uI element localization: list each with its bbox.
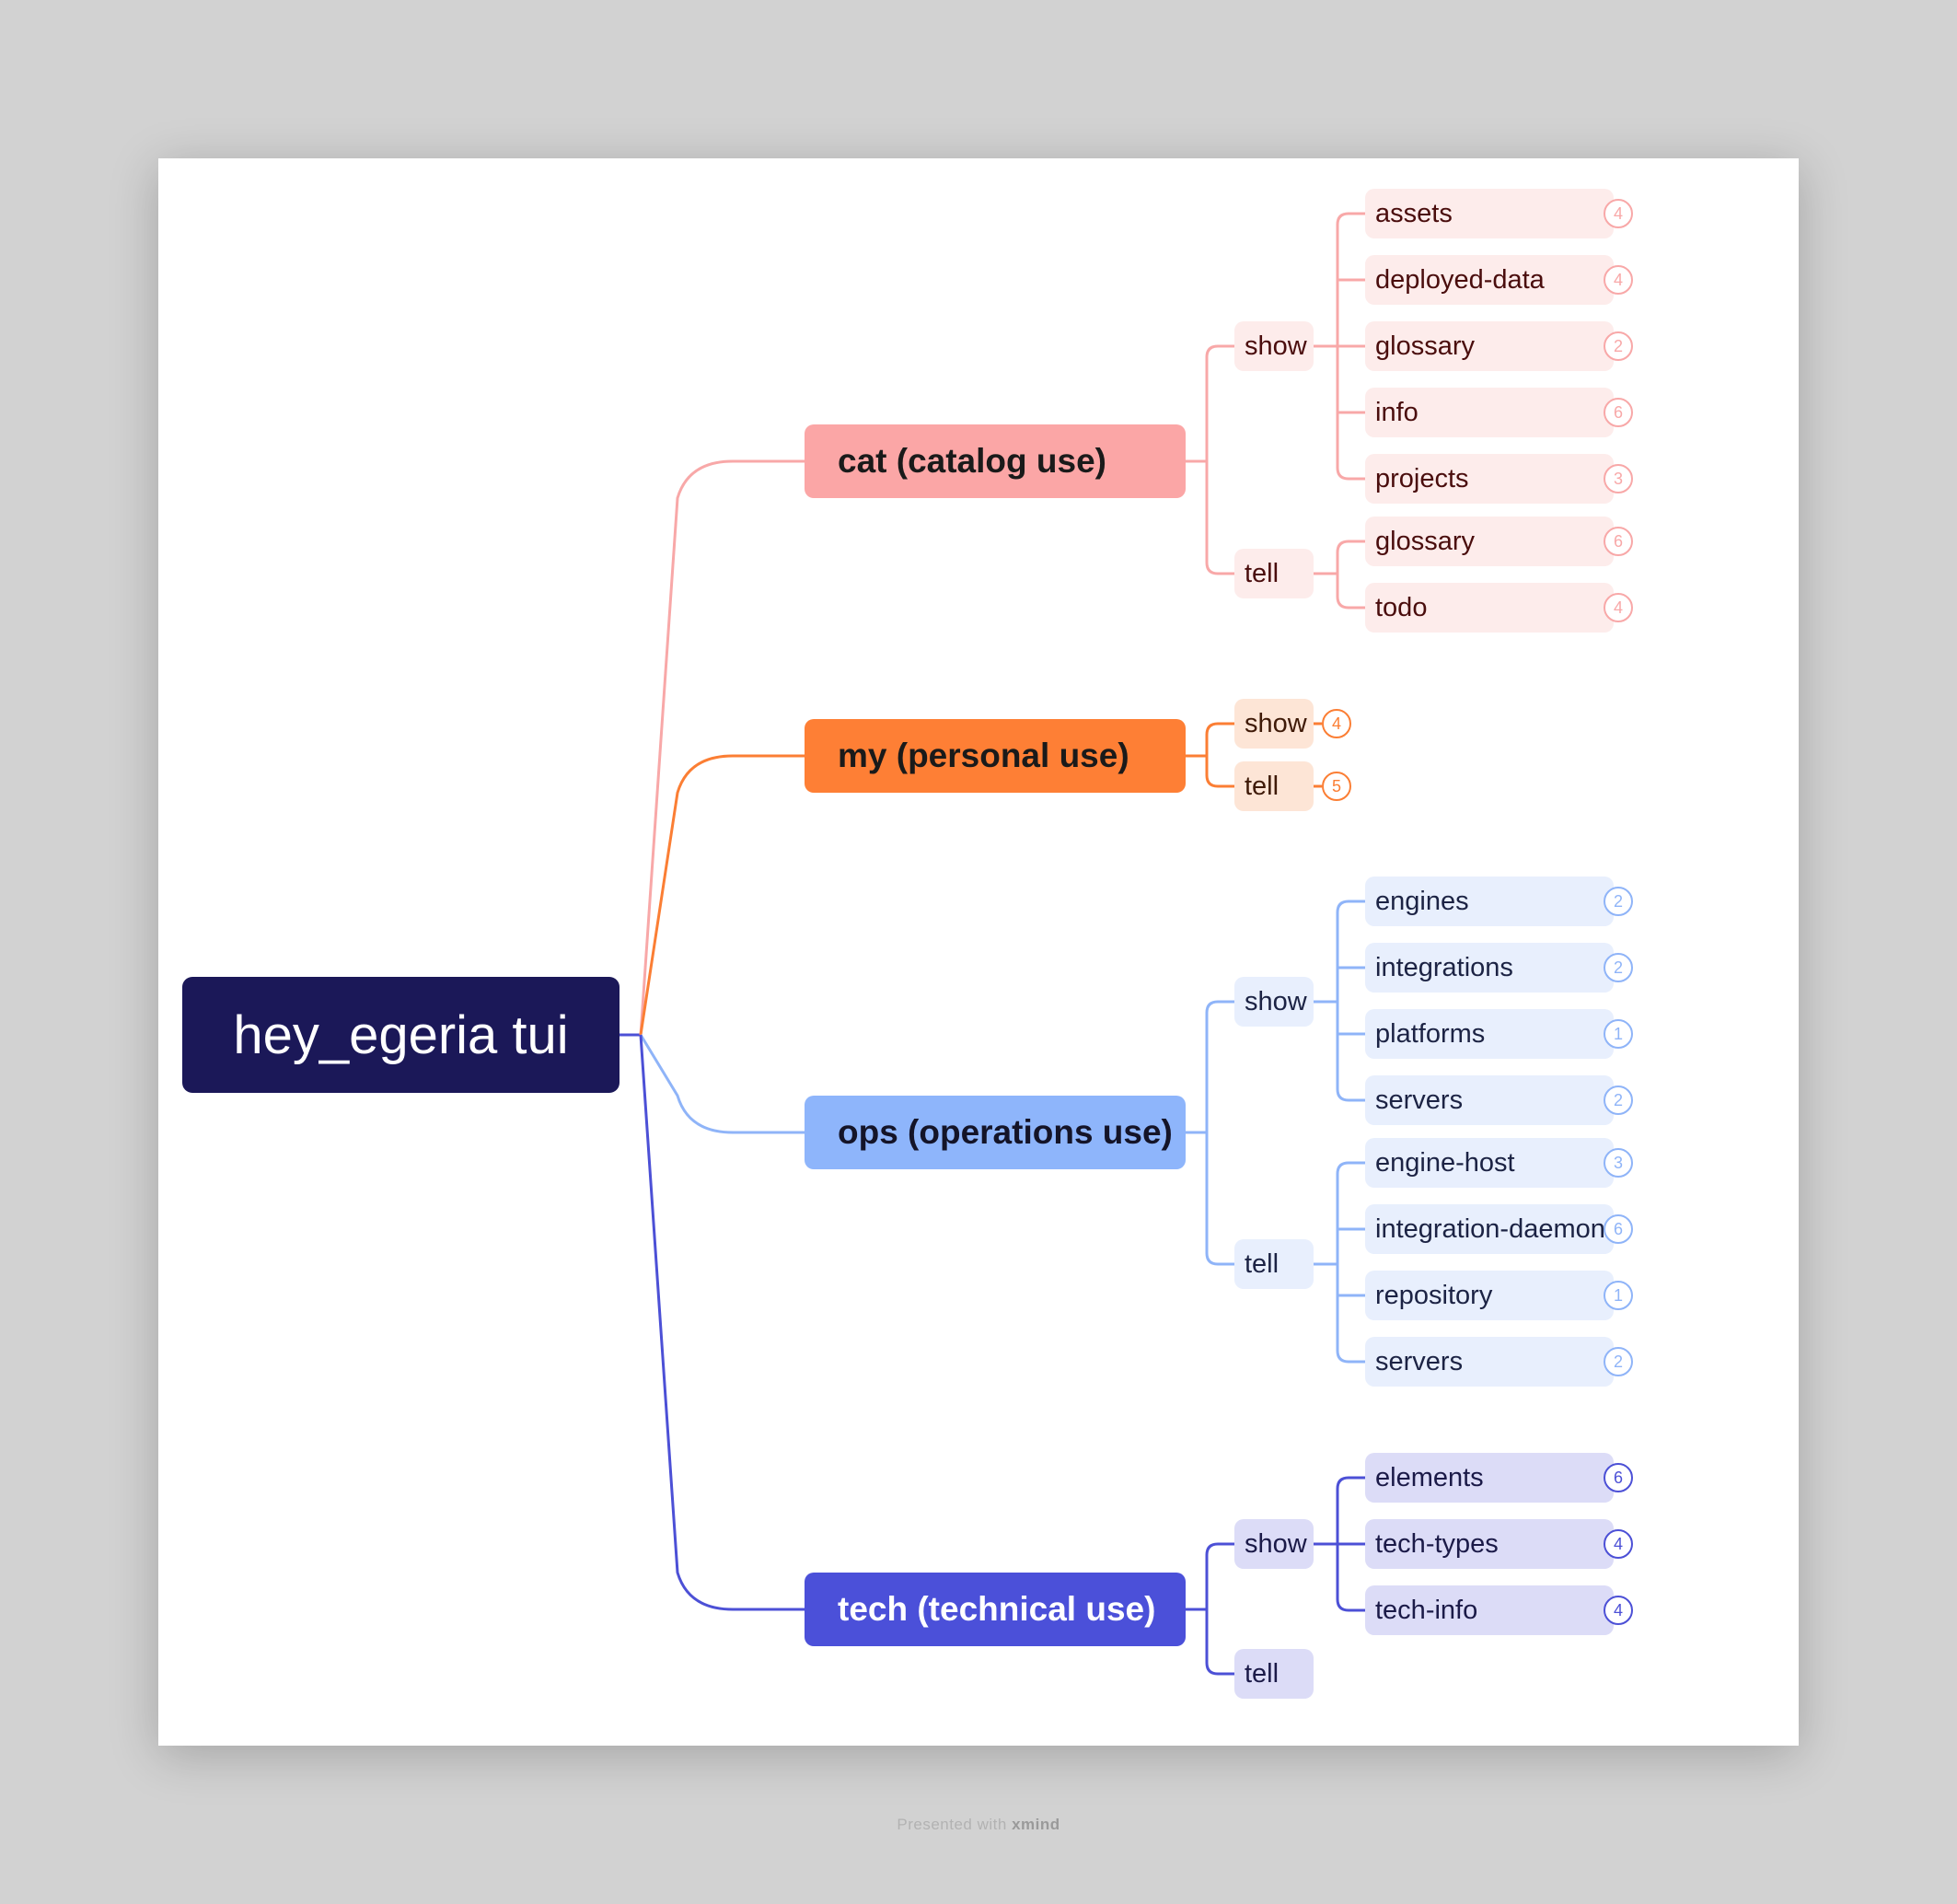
footer-brand: xmind <box>1012 1816 1060 1833</box>
leaf-topic-cat-show-info-label: info <box>1375 397 1419 427</box>
count-badge-cat-show-projects[interactable]: 3 <box>1604 464 1633 493</box>
main-topic-my-label: my (personal use) <box>838 737 1129 774</box>
branch-line-cat <box>639 459 805 1036</box>
leaf-topic-cat-show-assets-label: assets <box>1375 198 1453 228</box>
count-badge-ops-show-platforms[interactable]: 1 <box>1604 1019 1633 1049</box>
leaf-topic-ops-tell-servers-label: servers <box>1375 1346 1464 1376</box>
leaf-topic-cat-show-glossary-label: glossary <box>1375 331 1475 361</box>
leaf-topic-cat-show-projects[interactable]: projects <box>1365 454 1614 504</box>
sub-topic-tech-show[interactable]: show <box>1234 1519 1314 1569</box>
sub-topic-tech-tell[interactable]: tell <box>1234 1649 1314 1699</box>
leaf-topic-cat-show-glossary[interactable]: glossary <box>1365 321 1614 371</box>
leaf-topic-ops-show-engines[interactable]: engines <box>1365 877 1614 926</box>
leaf-bracket-ops-show <box>1336 900 1365 1102</box>
leaf-topic-tech-show-elements[interactable]: elements <box>1365 1453 1614 1503</box>
sub-topic-my-tell[interactable]: tell <box>1234 761 1314 811</box>
count-badge-cat-show-deployed-data[interactable]: 4 <box>1604 265 1633 295</box>
leaf-topic-cat-show-deployed-data-label: deployed-data <box>1375 264 1545 295</box>
leaf-topic-ops-show-platforms[interactable]: platforms <box>1365 1009 1614 1059</box>
leaf-bracket-cat-tell <box>1336 540 1365 610</box>
leaf-topic-ops-tell-repository[interactable]: repository <box>1365 1271 1614 1320</box>
leaf-topic-ops-show-engines-label: engines <box>1375 886 1469 916</box>
sub-topic-ops-tell-label: tell <box>1245 1248 1280 1279</box>
leaf-topic-ops-show-integrations[interactable]: integrations <box>1365 943 1614 993</box>
sub-bracket-tech <box>1205 1542 1234 1676</box>
sub-topic-tech-show-label: show <box>1245 1528 1307 1559</box>
count-badge-my-show[interactable]: 4 <box>1322 709 1351 738</box>
sub-topic-my-tell-label: tell <box>1245 771 1280 801</box>
main-topic-tech[interactable]: tech (technical use) <box>805 1573 1186 1646</box>
leaf-topic-cat-show-info[interactable]: info <box>1365 388 1614 437</box>
leaf-topic-ops-tell-servers[interactable]: servers <box>1365 1337 1614 1387</box>
branch-line-tech <box>639 1034 805 1611</box>
sub-bracket-cat <box>1205 344 1234 575</box>
count-badge-my-tell[interactable]: 5 <box>1322 772 1351 801</box>
leaf-topic-cat-show-deployed-data[interactable]: deployed-data <box>1365 255 1614 305</box>
sub-bracket-ops <box>1205 1000 1234 1266</box>
leaf-topic-tech-show-tech-types[interactable]: tech-types <box>1365 1519 1614 1569</box>
main-topic-ops-label: ops (operations use) <box>838 1113 1173 1151</box>
count-badge-ops-tell-engine-host[interactable]: 3 <box>1604 1148 1633 1178</box>
leaf-bracket-ops-tell <box>1336 1161 1365 1364</box>
count-badge-tech-show-tech-types[interactable]: 4 <box>1604 1529 1633 1559</box>
count-badge-cat-show-glossary[interactable]: 2 <box>1604 331 1633 361</box>
leaf-topic-ops-tell-integration-daemon[interactable]: integration-daemon <box>1365 1204 1614 1254</box>
leaf-topic-ops-show-servers[interactable]: servers <box>1365 1075 1614 1125</box>
leaf-topic-ops-show-servers-label: servers <box>1375 1085 1464 1115</box>
count-badge-ops-tell-servers[interactable]: 2 <box>1604 1347 1633 1376</box>
leaf-topic-cat-tell-todo-label: todo <box>1375 592 1428 622</box>
sub-topic-tech-tell-label: tell <box>1245 1658 1280 1689</box>
count-badge-ops-tell-integration-daemon[interactable]: 6 <box>1604 1214 1633 1244</box>
leaf-topic-cat-tell-glossary[interactable]: glossary <box>1365 517 1614 566</box>
count-badge-cat-show-assets[interactable]: 4 <box>1604 199 1633 228</box>
count-badge-ops-show-integrations[interactable]: 2 <box>1604 953 1633 982</box>
count-badge-cat-tell-glossary[interactable]: 6 <box>1604 527 1633 556</box>
leaf-topic-cat-show-projects-label: projects <box>1375 463 1469 493</box>
sub-topic-ops-tell[interactable]: tell <box>1234 1239 1314 1289</box>
root-topic[interactable]: hey_egeria tui <box>182 977 620 1093</box>
count-badge-tech-show-elements[interactable]: 6 <box>1604 1463 1633 1492</box>
sub-topic-ops-show[interactable]: show <box>1234 977 1314 1027</box>
sub-topic-cat-tell-label: tell <box>1245 558 1280 588</box>
sub-topic-cat-tell[interactable]: tell <box>1234 549 1314 598</box>
leaf-topic-ops-show-integrations-label: integrations <box>1375 952 1513 982</box>
leaf-topic-ops-tell-engine-host-label: engine-host <box>1375 1147 1515 1178</box>
leaf-topic-ops-tell-repository-label: repository <box>1375 1280 1493 1310</box>
footer-prefix: Presented with <box>897 1816 1007 1833</box>
count-badge-cat-show-info[interactable]: 6 <box>1604 398 1633 427</box>
count-badge-tech-show-tech-info[interactable]: 4 <box>1604 1596 1633 1625</box>
leaf-topic-cat-tell-todo[interactable]: todo <box>1365 583 1614 633</box>
count-badge-ops-show-engines[interactable]: 2 <box>1604 887 1633 916</box>
leaf-topic-tech-show-tech-info-label: tech-info <box>1375 1595 1478 1625</box>
count-badge-ops-tell-repository[interactable]: 1 <box>1604 1281 1633 1310</box>
leaf-topic-cat-tell-glossary-label: glossary <box>1375 526 1475 556</box>
sub-topic-my-show-label: show <box>1245 708 1307 738</box>
leaf-topic-ops-tell-engine-host[interactable]: engine-host <box>1365 1138 1614 1188</box>
footer-credit: Presented with xmind <box>0 1816 1957 1834</box>
main-topic-ops[interactable]: ops (operations use) <box>805 1096 1186 1169</box>
count-badge-ops-show-servers[interactable]: 2 <box>1604 1086 1633 1115</box>
leaf-topic-ops-show-platforms-label: platforms <box>1375 1018 1486 1049</box>
main-topic-my[interactable]: my (personal use) <box>805 719 1186 793</box>
main-topic-cat-label: cat (catalog use) <box>838 442 1106 480</box>
sub-topic-cat-show[interactable]: show <box>1234 321 1314 371</box>
main-topic-cat[interactable]: cat (catalog use) <box>805 424 1186 498</box>
mindmap-canvas: hey_egeria tui cat (catalog use) show asset… <box>158 158 1799 1746</box>
main-topic-tech-label: tech (technical use) <box>838 1590 1156 1628</box>
sub-bracket-my <box>1205 722 1234 788</box>
count-badge-cat-tell-todo[interactable]: 4 <box>1604 593 1633 622</box>
leaf-topic-tech-show-tech-types-label: tech-types <box>1375 1528 1499 1559</box>
sub-topic-my-show[interactable]: show <box>1234 699 1314 749</box>
branch-line-my <box>639 754 805 1036</box>
leaf-topic-tech-show-tech-info[interactable]: tech-info <box>1365 1585 1614 1635</box>
sub-topic-ops-show-label: show <box>1245 986 1307 1016</box>
leaf-topic-ops-tell-integration-daemon-label: integration-daemon <box>1375 1213 1605 1244</box>
leaf-topic-tech-show-elements-label: elements <box>1375 1462 1484 1492</box>
sub-topic-cat-show-label: show <box>1245 331 1307 361</box>
branch-line-ops <box>639 1034 805 1134</box>
leaf-topic-cat-show-assets[interactable]: assets <box>1365 189 1614 238</box>
root-topic-label: hey_egeria tui <box>233 1004 569 1065</box>
